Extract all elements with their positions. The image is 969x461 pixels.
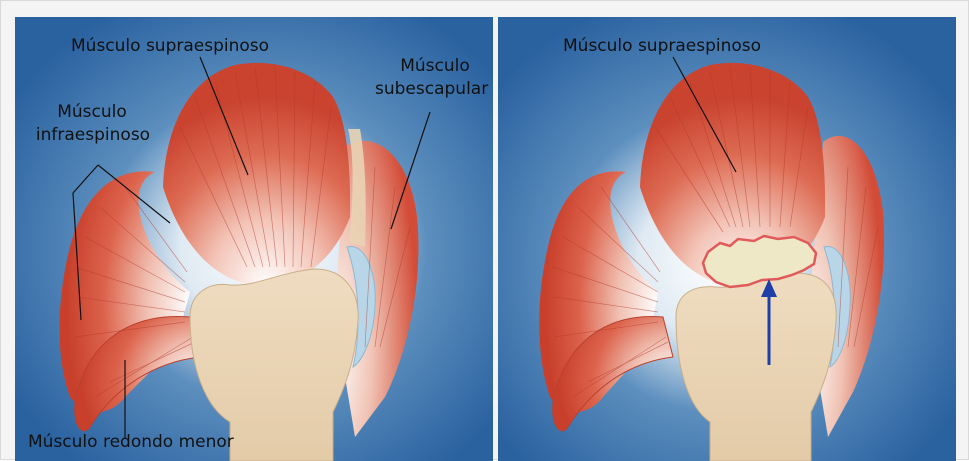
- label-supraspinatus: Músculo supraespinoso: [563, 36, 761, 57]
- label-subscapularis-line1: Músculo: [385, 56, 485, 77]
- label-teres-minor: Músculo redondo menor: [28, 432, 234, 453]
- torn-shoulder-illustration: [498, 17, 956, 461]
- label-subscapularis-line2: subescapular: [375, 79, 485, 100]
- panel-torn-shoulder: Músculo supraespinoso: [498, 17, 956, 461]
- label-infraspinatus-line2: infraespinoso: [29, 125, 157, 146]
- label-infraspinatus-line1: Músculo: [37, 102, 147, 123]
- panel-healthy-shoulder: Músculo supraespinoso Músculo subescapul…: [15, 17, 493, 461]
- label-supraspinatus: Músculo supraespinoso: [71, 36, 269, 57]
